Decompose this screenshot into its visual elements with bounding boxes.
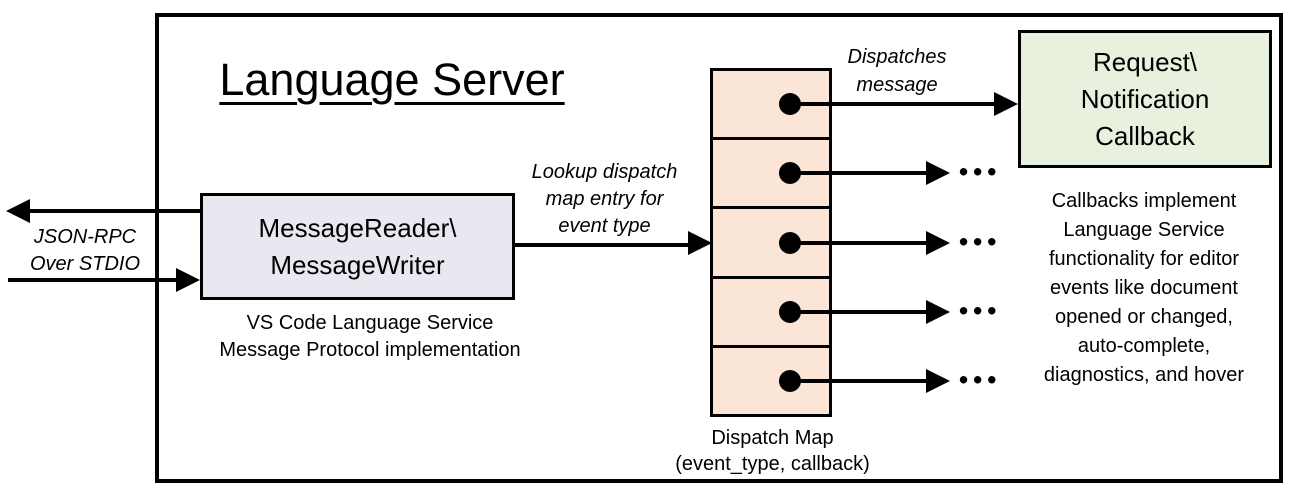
dispatches-message-label: Dispatches message xyxy=(822,43,972,99)
callbacks-note-line2: Language Service xyxy=(1063,219,1225,241)
dispatch-arrow-line xyxy=(790,102,994,107)
callbacks-note-line5: opened or changed, xyxy=(1055,306,1233,328)
callbacks-note-line6: auto-complete, xyxy=(1077,335,1211,357)
diagram-title: Language Server xyxy=(219,54,565,105)
callbacks-note-line7: diagnostics, and hover xyxy=(1043,364,1245,386)
more-callbacks-ellipsis: ••• xyxy=(959,364,1002,395)
lookup-arrowhead-icon xyxy=(688,231,712,255)
stdio-label-line2: Over STDIO xyxy=(29,253,140,275)
more-callbacks-ellipsis: ••• xyxy=(959,156,1002,187)
callbacks-note-line4: events like document xyxy=(1050,277,1238,299)
message-caption-line2: Message Protocol implementation xyxy=(219,339,521,361)
dispatch-arrowhead-icon xyxy=(926,230,950,255)
dispatch-cell: ••• xyxy=(713,140,996,210)
dispatches-label-line1: Dispatches xyxy=(847,46,947,68)
dispatch-arrow-line xyxy=(790,309,926,314)
lookup-label-line3: event type xyxy=(558,215,651,237)
more-callbacks-ellipsis: ••• xyxy=(959,294,1002,325)
dispatch-arrow-line xyxy=(790,378,926,383)
dispatch-map-caption: Dispatch Map (event_type, callback) xyxy=(650,425,895,477)
lookup-dispatch-label: Lookup dispatch map entry for event type xyxy=(517,159,692,240)
stdio-out-arrow-line xyxy=(26,209,200,213)
callback-box-line1: Request\ xyxy=(1092,46,1198,77)
message-box-line1: MessageReader\ xyxy=(258,212,457,243)
callbacks-note: Callbacks implement Language Service fun… xyxy=(1008,187,1280,390)
callbacks-note-line3: functionality for editor xyxy=(1048,248,1240,270)
dispatch-arrow-line xyxy=(790,171,926,176)
message-box-line2: MessageWriter xyxy=(270,249,445,280)
message-reader-writer-box: MessageReader\ MessageWriter xyxy=(200,193,515,300)
lookup-label-line2: map entry for xyxy=(545,188,664,210)
dispatch-arrowhead-icon xyxy=(994,92,1018,117)
stdio-label-line1: JSON-RPC xyxy=(33,226,137,248)
dispatch-map: ••• ••• ••• ••• xyxy=(710,68,1018,417)
language-server-container-box xyxy=(155,13,1283,483)
stdio-in-arrowhead-icon xyxy=(176,268,200,292)
lookup-arrow-line xyxy=(515,243,688,247)
dispatch-cell xyxy=(713,71,1018,141)
dispatch-arrow-line xyxy=(790,240,926,245)
callback-box-line3: Callback xyxy=(1095,120,1195,151)
callbacks-note-line1: Callbacks implement xyxy=(1051,190,1237,212)
map-caption-line2: (event_type, callback) xyxy=(675,453,870,475)
dispatch-arrowhead-icon xyxy=(926,368,950,393)
stdio-in-arrow-line xyxy=(8,278,176,282)
callback-box-line2: Notification xyxy=(1080,83,1210,114)
message-caption-line1: VS Code Language Service xyxy=(246,312,494,334)
dispatch-arrowhead-icon xyxy=(926,299,950,324)
message-box-caption: VS Code Language Service Message Protoco… xyxy=(190,310,550,364)
more-callbacks-ellipsis: ••• xyxy=(959,225,1002,256)
dispatch-cell: ••• xyxy=(713,209,996,279)
map-caption-line1: Dispatch Map xyxy=(711,427,834,449)
dispatch-arrowhead-icon xyxy=(926,161,950,186)
request-notification-callback-box: Request\ Notification Callback xyxy=(1018,30,1272,168)
dispatch-cell: ••• xyxy=(713,279,996,348)
stdio-label: JSON-RPC Over STDIO xyxy=(10,224,160,278)
lookup-label-line1: Lookup dispatch xyxy=(531,161,678,183)
dispatch-cell: ••• xyxy=(713,348,996,414)
dispatches-label-line2: message xyxy=(856,74,938,96)
